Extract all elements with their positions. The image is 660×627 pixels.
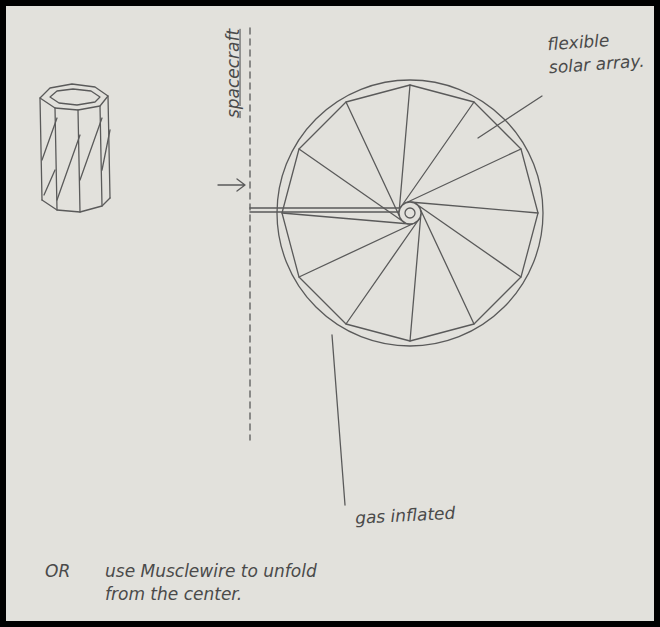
note-text: OR xyxy=(45,560,85,583)
leader-line xyxy=(478,96,542,138)
prism-folds xyxy=(42,118,110,200)
direction-arrow xyxy=(218,179,245,191)
spacecraft-label: spacecraft xyxy=(222,18,245,128)
hub-inner xyxy=(405,208,415,218)
note-text: use Musclewire to unfold from the center… xyxy=(105,560,355,606)
callout-label: flexible solar array. xyxy=(547,27,646,79)
inflated-ring xyxy=(277,80,543,346)
hub xyxy=(399,202,421,224)
spacecraft-boundary xyxy=(249,28,250,440)
prism-bottom xyxy=(42,198,110,212)
prism-edges xyxy=(40,96,110,212)
leader-line xyxy=(332,335,345,505)
prism-top xyxy=(40,84,108,110)
boom xyxy=(250,208,400,212)
paper-ground xyxy=(6,6,654,621)
prism-inner-top xyxy=(50,89,100,105)
